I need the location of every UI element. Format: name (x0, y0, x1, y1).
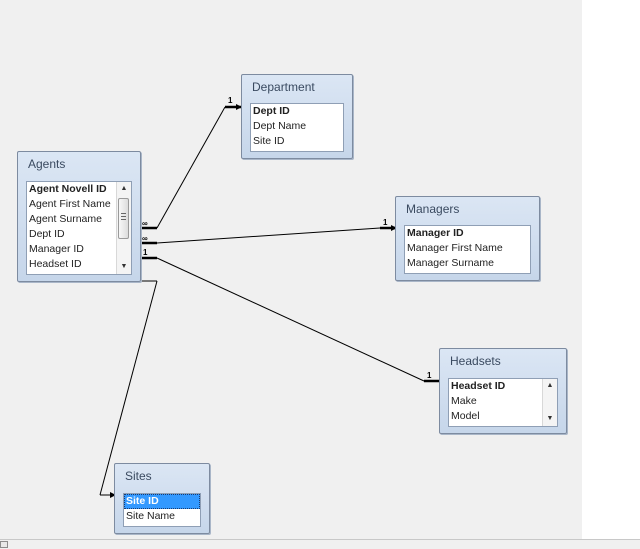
vertical-scrollbar[interactable]: ▲ ▼ (116, 182, 131, 274)
field-model[interactable]: Model (451, 410, 480, 422)
field-site-name[interactable]: Site Name (126, 510, 176, 522)
field-manager-id[interactable]: Manager ID (407, 227, 464, 239)
scrollbar-thumb[interactable] (118, 198, 129, 239)
down-arrow-icon[interactable]: ▼ (120, 263, 128, 270)
field-list[interactable]: Headset ID Make Model ▲ ▼ (448, 378, 558, 427)
field-list[interactable]: Agent Novell ID Agent First Name Agent S… (26, 181, 132, 275)
field-site-id[interactable]: Site ID (253, 135, 285, 147)
vertical-scrollbar[interactable]: ▲ ▼ (542, 379, 557, 426)
scrollbar-thumb[interactable] (0, 541, 8, 548)
field-dept-name[interactable]: Dept Name (253, 120, 307, 132)
table-title[interactable]: Agents (28, 157, 66, 171)
field-make[interactable]: Make (451, 395, 477, 407)
field-agent-novell-id[interactable]: Agent Novell ID (29, 183, 107, 195)
up-arrow-icon[interactable]: ▲ (120, 185, 128, 192)
field-headset-id[interactable]: Headset ID (451, 380, 506, 392)
table-title[interactable]: Managers (406, 202, 460, 216)
field-list[interactable]: Manager ID Manager First Name Manager Su… (404, 225, 531, 274)
table-department[interactable]: Department Dept ID Dept Name Site ID (241, 74, 353, 159)
field-manager-first-name[interactable]: Manager First Name (407, 242, 503, 254)
horizontal-scrollbar[interactable] (0, 539, 640, 549)
field-dept-id[interactable]: Dept ID (253, 105, 290, 117)
field-site-id[interactable]: Site ID (124, 494, 200, 509)
field-manager-id[interactable]: Manager ID (29, 243, 84, 255)
down-arrow-icon[interactable]: ▼ (546, 415, 554, 422)
field-list[interactable]: Site ID Site Name (123, 493, 201, 527)
grip-icon (121, 213, 126, 222)
field-agent-first-name[interactable]: Agent First Name (29, 198, 111, 210)
table-headsets[interactable]: Headsets Headset ID Make Model ▲ ▼ (439, 348, 567, 434)
table-title[interactable]: Sites (125, 469, 152, 483)
table-title[interactable]: Headsets (450, 354, 501, 368)
table-sites[interactable]: Sites Site ID Site Name (114, 463, 210, 534)
field-list[interactable]: Dept ID Dept Name Site ID (250, 103, 344, 152)
up-arrow-icon[interactable]: ▲ (546, 382, 554, 389)
field-dept-id[interactable]: Dept ID (29, 228, 65, 240)
table-title[interactable]: Department (252, 80, 315, 94)
field-manager-surname[interactable]: Manager Surname (407, 257, 494, 269)
table-managers[interactable]: Managers Manager ID Manager First Name M… (395, 196, 540, 281)
field-agent-surname[interactable]: Agent Surname (29, 213, 102, 225)
field-headset-id[interactable]: Headset ID (29, 258, 82, 270)
table-agents[interactable]: Agents Agent Novell ID Agent First Name … (17, 151, 141, 282)
